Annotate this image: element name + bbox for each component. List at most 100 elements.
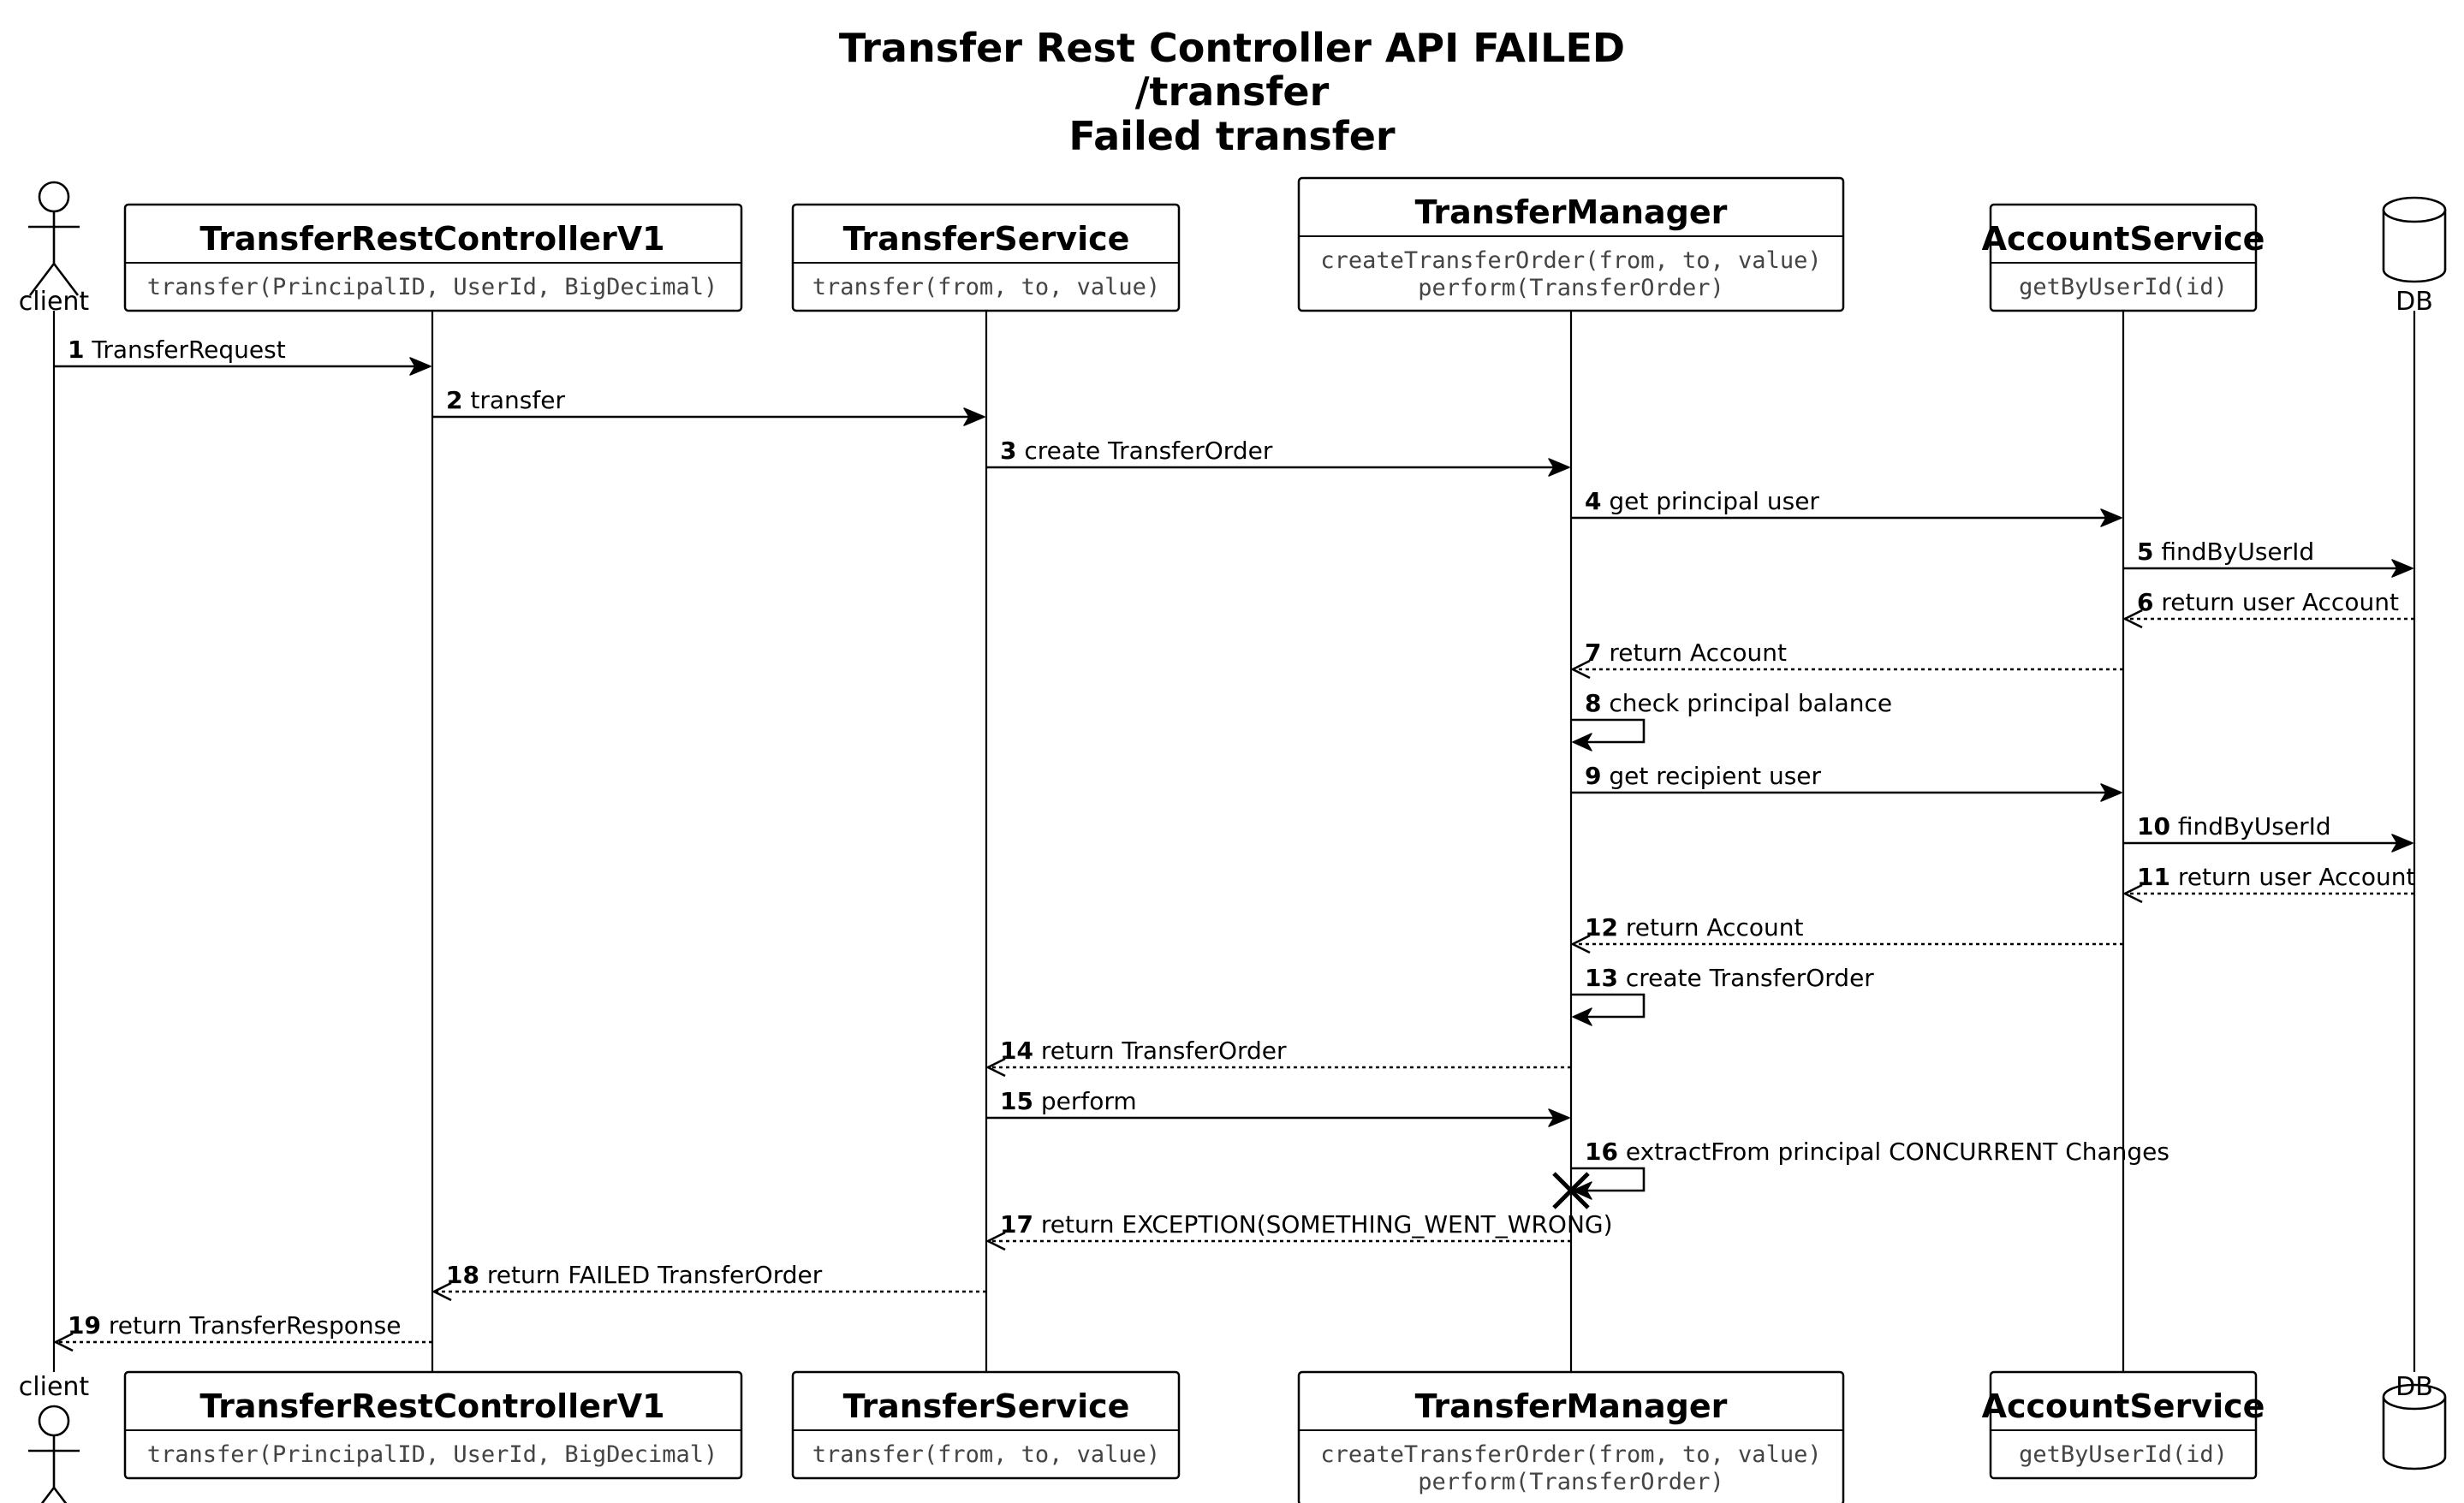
message-label: 10 findByUserId — [2137, 812, 2331, 841]
arrow-head — [2391, 834, 2413, 852]
message-text: extractFrom principal CONCURRENT Changes — [1626, 1138, 2169, 1166]
message-6: 6 return user Account — [2122, 588, 2414, 629]
message-text: return user Account — [2161, 588, 2399, 616]
participant-box — [1989, 1370, 2258, 1480]
participant-method: transfer(PrincipalID, UserId, BigDecimal… — [147, 1441, 717, 1468]
message-number: 14 — [1000, 1037, 1033, 1065]
participant-db-top: DB — [2382, 196, 2447, 317]
participant-method: perform(TransferOrder) — [1418, 275, 1724, 301]
participant-name: TransferManager — [1415, 193, 1728, 231]
message-number: 18 — [446, 1261, 479, 1289]
diagram-title: Transfer Rest Controller API FAILED /tra… — [839, 25, 1625, 159]
message-number: 8 — [1585, 689, 1601, 717]
message-label: 17 return EXCEPTION(SOMETHING_WENT_WRONG… — [1000, 1210, 1613, 1239]
title-line-1: Transfer Rest Controller API FAILED — [839, 25, 1625, 71]
message-text: return Account — [1609, 639, 1787, 667]
message-text: return TransferResponse — [109, 1311, 402, 1340]
message-text: get recipient user — [1609, 762, 1821, 790]
message-8: 8 check principal balance — [1571, 689, 1892, 752]
message-number: 17 — [1000, 1210, 1033, 1239]
participant-service-bottom: TransferService transfer(from, to, value) — [791, 1370, 1181, 1480]
arrow-head — [2391, 559, 2413, 578]
message-number: 9 — [1585, 762, 1601, 790]
participant-method: perform(TransferOrder) — [1418, 1469, 1724, 1495]
title-line-2: /transfer — [1135, 68, 1330, 115]
message-label: 15 perform — [1000, 1087, 1137, 1115]
participant-method: createTransferOrder(from, to, value) — [1320, 1441, 1821, 1468]
actor-label: client — [19, 1372, 90, 1402]
arrow-head — [1570, 934, 1591, 954]
participant-manager-bottom: TransferManagercreateTransferOrder(from,… — [1297, 1370, 1845, 1503]
message-5: 5 findByUserId — [2123, 538, 2413, 578]
message-label: 2 transfer — [446, 386, 565, 414]
message-text: return TransferOrder — [1041, 1037, 1287, 1065]
message-label: 11 return user Account — [2137, 863, 2415, 891]
message-label: 5 findByUserId — [2137, 538, 2314, 566]
message-18: 18 return FAILED TransferOrder — [431, 1261, 986, 1302]
message-label: 16 extractFrom principal CONCURRENT Chan… — [1585, 1138, 2169, 1166]
message-14: 14 return TransferOrder — [985, 1037, 1571, 1078]
participant-name: AccountService — [1982, 220, 2265, 258]
message-label: 8 check principal balance — [1585, 689, 1892, 717]
message-label: 7 return Account — [1585, 639, 1787, 667]
message-text: create TransferOrder — [1024, 437, 1272, 465]
arrow-head — [1572, 1181, 1592, 1200]
participant-client-bottom: client — [19, 1372, 90, 1503]
arrow-head — [985, 1057, 1006, 1078]
message-13: 13 create TransferOrder — [1571, 964, 1874, 1026]
participant-controller-bottom: TransferRestControllerV1 transfer(Princip… — [123, 1370, 743, 1480]
message-10: 10 findByUserId — [2123, 812, 2413, 852]
message-label: 4 get principal user — [1585, 487, 1819, 515]
message-7: 7 return Account — [1570, 639, 2123, 680]
participant-method: transfer(from, to, value) — [812, 274, 1160, 300]
message-number: 10 — [2137, 812, 2170, 841]
participant-client-top: client — [19, 181, 90, 317]
message-text: return Account — [1626, 913, 1804, 942]
message-text: TransferRequest — [91, 336, 285, 364]
message-text: perform — [1041, 1087, 1137, 1115]
participant-name: TransferRestControllerV1 — [199, 1387, 664, 1425]
message-label: 14 return TransferOrder — [1000, 1037, 1287, 1065]
message-text: get principal user — [1609, 487, 1819, 515]
message-number: 19 — [68, 1311, 101, 1340]
participant-box — [791, 203, 1181, 312]
message-text: findByUserId — [2161, 538, 2314, 566]
message-text: return FAILED TransferOrder — [487, 1261, 823, 1289]
arrow-head — [2122, 883, 2143, 904]
participant-manager-top: TransferManager createTransferOrder(from,… — [1297, 176, 1845, 312]
arrow-head — [409, 357, 431, 376]
lifelines — [52, 311, 2416, 1372]
participant-controller-top: TransferRestControllerV1transfer(Princip… — [123, 203, 743, 312]
message-19: 19 return TransferResponse — [53, 1311, 432, 1352]
participants-top: client TransferRestControllerV1transfer(P… — [19, 176, 2447, 317]
participant-method: transfer(from, to, value) — [812, 1441, 1160, 1468]
actor-label: client — [19, 287, 90, 317]
message-label: 18 return FAILED TransferOrder — [446, 1261, 823, 1289]
arrow-head — [963, 407, 985, 426]
message-12: 12 return Account — [1570, 913, 2123, 954]
participant-db-bottom: DB — [2382, 1372, 2447, 1470]
self-arrow — [1571, 718, 1646, 744]
message-label: 13 create TransferOrder — [1585, 964, 1874, 992]
participant-method: getByUserId(id) — [2019, 1441, 2228, 1468]
arrow-head — [1570, 659, 1591, 680]
message-number: 12 — [1585, 913, 1618, 942]
self-arrow — [1571, 1167, 1646, 1192]
message-15: 15 perform — [986, 1087, 1570, 1127]
arrow-head — [2122, 609, 2143, 629]
participant-method: createTransferOrder(from, to, value) — [1320, 247, 1821, 274]
message-number: 2 — [446, 386, 462, 414]
participant-name: TransferService — [843, 1387, 1130, 1425]
database-icon — [2382, 196, 2447, 283]
participant-box — [123, 1370, 743, 1480]
arrow-head — [53, 1332, 74, 1352]
participant-method: transfer(PrincipalID, UserId, BigDecimal… — [147, 274, 717, 300]
participant-box — [1989, 203, 2258, 312]
message-4: 4 get principal user — [1571, 487, 2122, 527]
message-text: transfer — [470, 386, 565, 414]
self-arrow — [1571, 993, 1646, 1019]
message-1: 1 TransferRequest — [54, 336, 431, 376]
participant-box — [1297, 176, 1845, 312]
